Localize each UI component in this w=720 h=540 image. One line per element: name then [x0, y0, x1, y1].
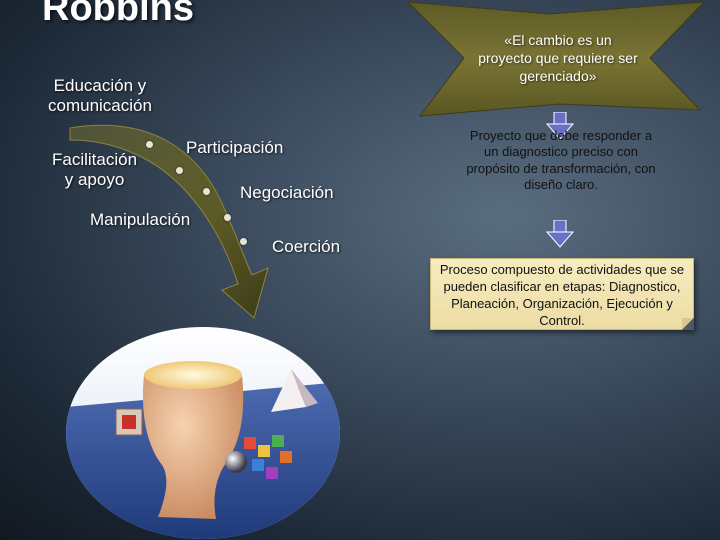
strategy-negotiation: Negociación	[240, 183, 334, 202]
strategy-manipulation: Manipulación	[90, 210, 191, 229]
quote-badge: «El cambio es un proyecto que requiere s…	[400, 0, 712, 118]
strategy-coercion: Coerción	[272, 237, 341, 256]
project-note: Proyecto que debe responder a un diagnos…	[466, 128, 656, 192]
down-arrow-icon	[545, 220, 575, 248]
quote-text: «El cambio es un proyecto que requiere s…	[478, 32, 638, 85]
star-burst-badge-icon	[406, 1, 706, 117]
bullet-dot	[224, 214, 231, 221]
head-puzzle-illustration	[66, 327, 340, 539]
bullet-dot	[203, 188, 210, 195]
bullet-dot	[240, 238, 247, 245]
process-scroll: Proceso compuesto de actividades que se …	[430, 258, 694, 330]
strategy-participation: Participación	[186, 138, 284, 157]
bullet-dot	[146, 141, 153, 148]
page-curl-icon	[682, 318, 694, 330]
bullet-dot	[176, 167, 183, 174]
down-arrow-icon	[545, 112, 575, 140]
slide-title: Robbins	[42, 0, 194, 29]
process-note: Proceso compuesto de actividades que se …	[439, 262, 685, 328]
